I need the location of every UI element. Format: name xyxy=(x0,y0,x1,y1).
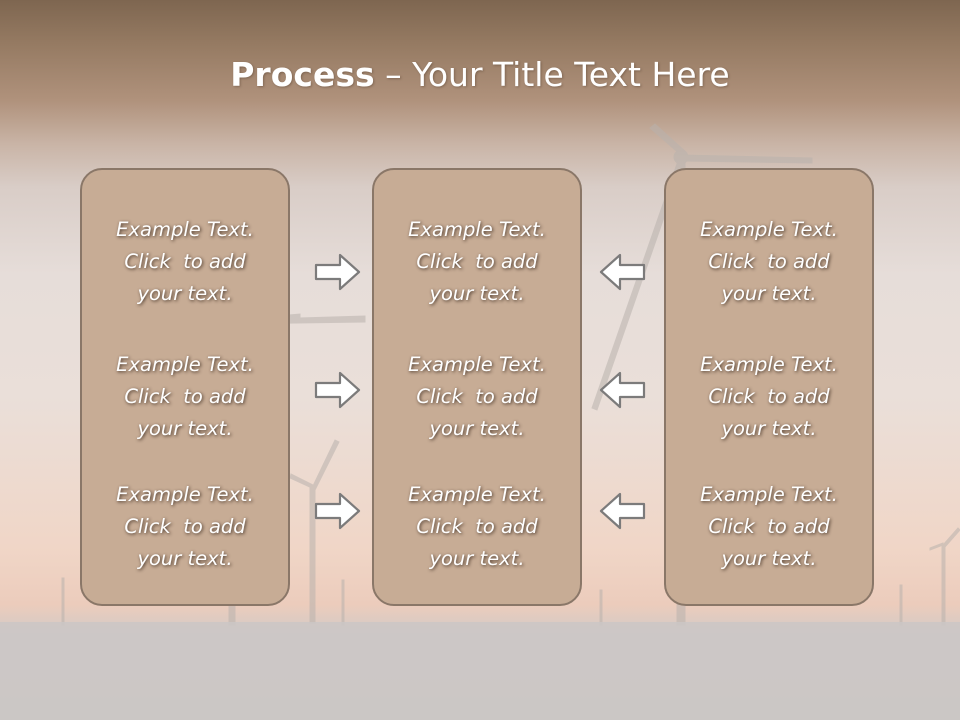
ground xyxy=(0,622,960,720)
left-arrow-icon[interactable] xyxy=(598,370,646,410)
center-text-panel[interactable]: Example Text. Click to add your text. Ex… xyxy=(372,168,582,606)
turbine-blade xyxy=(289,473,314,489)
panel-text-block[interactable]: Example Text. Click to add your text. xyxy=(700,218,838,305)
left-text-panel[interactable]: Example Text. Click to add your text. Ex… xyxy=(80,168,290,606)
turbine-tower xyxy=(61,577,65,626)
panel-text-block[interactable]: Example Text. Click to add your text. xyxy=(700,483,838,570)
turbine-tower xyxy=(899,584,903,626)
right-arrow-icon[interactable] xyxy=(314,252,362,292)
left-arrow-icon[interactable] xyxy=(598,491,646,531)
panel-text-block[interactable]: Example Text. Click to add your text. xyxy=(116,218,254,305)
turbine-hub xyxy=(673,149,689,165)
right-arrow-icon[interactable] xyxy=(314,491,362,531)
panel-text-block[interactable]: Example Text. Click to add your text. xyxy=(116,353,254,440)
left-arrow-icon[interactable] xyxy=(598,252,646,292)
right-arrow-icon[interactable] xyxy=(314,370,362,410)
panel-text-block[interactable]: Example Text. Click to add your text. xyxy=(116,483,254,570)
turbine-blade xyxy=(311,439,340,491)
turbine-tower xyxy=(941,544,946,626)
right-text-panel[interactable]: Example Text. Click to add your text. Ex… xyxy=(664,168,874,606)
panel-text-block[interactable]: Example Text. Click to add your text. xyxy=(408,353,546,440)
title-rest: – Your Title Text Here xyxy=(374,55,730,94)
panel-text-block[interactable]: Example Text. Click to add your text. xyxy=(700,353,838,440)
title-bold: Process xyxy=(230,55,375,94)
turbine-blade xyxy=(680,154,813,164)
panel-text-block[interactable]: Example Text. Click to add your text. xyxy=(408,218,546,305)
slide-title[interactable]: Process – Your Title Text Here xyxy=(0,52,960,98)
turbine-tower xyxy=(599,589,603,626)
turbine-tower xyxy=(341,579,345,626)
panel-text-block[interactable]: Example Text. Click to add your text. xyxy=(408,483,546,570)
turbine-blade xyxy=(942,527,960,548)
turbine-blade xyxy=(929,542,944,551)
